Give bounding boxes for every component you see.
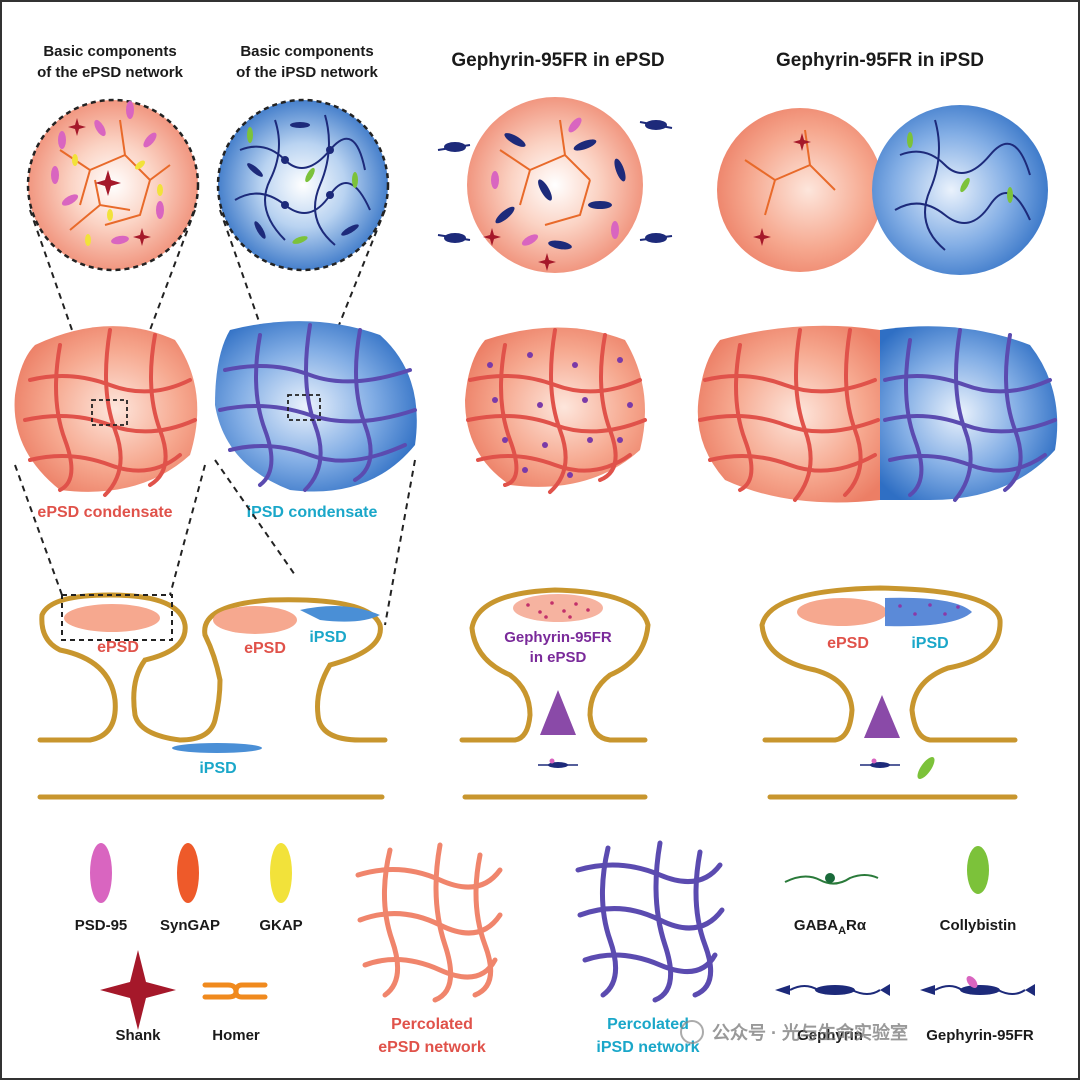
header-ipsd-basic-line2: of the iPSD network — [236, 64, 378, 81]
label-ipsd-3: iPSD — [911, 635, 948, 652]
label-epsd-condensate: ePSD condensate — [37, 504, 172, 521]
geph-ipsd-condensate — [697, 325, 1058, 503]
synapse-middle — [459, 587, 651, 800]
label-ipsd-1: iPSD — [309, 629, 346, 646]
label-epsd-2: ePSD — [244, 640, 286, 657]
homer-icon — [202, 982, 268, 1000]
epsd-spot-left — [64, 604, 160, 632]
geph-epsd-condensate — [465, 327, 647, 494]
gephyrin95fr-small-icon-2 — [860, 758, 900, 768]
percolated-ipsd-network-icon — [575, 840, 725, 1003]
geph-ipsd-spheres — [717, 105, 1048, 275]
header-epsd-basic-line2: of the ePSD network — [37, 64, 184, 81]
collybistin-icon — [967, 846, 989, 894]
label-epsd-1: ePSD — [97, 639, 139, 656]
gephyrin-icon — [775, 984, 890, 996]
psd95-icon — [90, 843, 112, 903]
ipsd-basic-circle — [216, 98, 390, 272]
gkap-icon — [270, 843, 292, 903]
epsd-zoom-box — [61, 594, 173, 641]
receptor-arrow-icon — [540, 690, 576, 735]
synapse-right — [759, 585, 1018, 800]
geph-ipsd-epsd-spot — [797, 598, 887, 626]
legend-gabaar: GABAARα — [794, 917, 867, 937]
ipsd-condensate-blob — [215, 321, 417, 492]
legend-psd95: PSD-95 — [75, 917, 128, 934]
header-ipsd-basic-line1: Basic components — [240, 43, 373, 60]
header-epsd-basic-line1: Basic components — [43, 43, 176, 60]
ipsd-spot-cleft — [172, 743, 262, 753]
watermark: 公众号 · 光与生命实验室 — [680, 1020, 908, 1044]
geph-epsd-spot — [513, 594, 603, 622]
epsd-condensate-blob — [14, 326, 198, 497]
legend-gephyrin95fr: Gephyrin-95FR — [926, 1027, 1034, 1044]
label-epsd-3: ePSD — [827, 635, 869, 652]
label-geph-line2: in ePSD — [530, 649, 587, 666]
epsd-spot-right — [213, 606, 297, 634]
syngap-icon — [177, 843, 199, 903]
collybistin-small-icon — [917, 756, 935, 780]
gephyrin95fr-small-icon — [538, 758, 578, 768]
gabaar-icon — [784, 873, 879, 885]
geph-epsd-sphere — [437, 97, 673, 273]
legend-homer: Homer — [212, 1027, 260, 1044]
ipsd-spot-right — [300, 606, 380, 622]
legend-perc-epsd-line1: Percolated — [391, 1016, 473, 1033]
header-gephyrin-in-ipsd: Gephyrin-95FR in iPSD — [776, 50, 984, 71]
legend-perc-epsd-line2: ePSD network — [378, 1039, 486, 1056]
label-ipsd-2: iPSD — [199, 760, 236, 777]
label-geph-line1: Gephyrin-95FR — [504, 629, 612, 646]
gephyrin95fr-icon — [920, 976, 1035, 996]
watermark-text: 公众号 · 光与生命实验室 — [712, 1022, 908, 1043]
geph-ipsd-ipsd-spot — [885, 597, 972, 627]
epsd-basic-circle — [26, 98, 200, 272]
legend-shank: Shank — [115, 1027, 161, 1044]
receptor-arrow-icon-2 — [864, 695, 900, 738]
legend-syngap: SynGAP — [160, 917, 220, 934]
shank-icon — [100, 950, 176, 1030]
legend: PSD-95 SynGAP GKAP Shank Homer Percolate… — [75, 840, 1035, 1056]
label-ipsd-condensate: iPSD condensate — [247, 504, 378, 521]
legend-gephyrin: Gephyrin — [797, 1027, 863, 1044]
legend-perc-ipsd-line2: iPSD network — [596, 1039, 699, 1056]
percolated-epsd-network-icon — [355, 842, 503, 1003]
header-gephyrin-in-epsd: Gephyrin-95FR in ePSD — [451, 50, 664, 71]
legend-gkap: GKAP — [259, 917, 302, 934]
legend-perc-ipsd-line1: Percolated — [607, 1016, 689, 1033]
legend-collybistin: Collybistin — [940, 917, 1017, 934]
